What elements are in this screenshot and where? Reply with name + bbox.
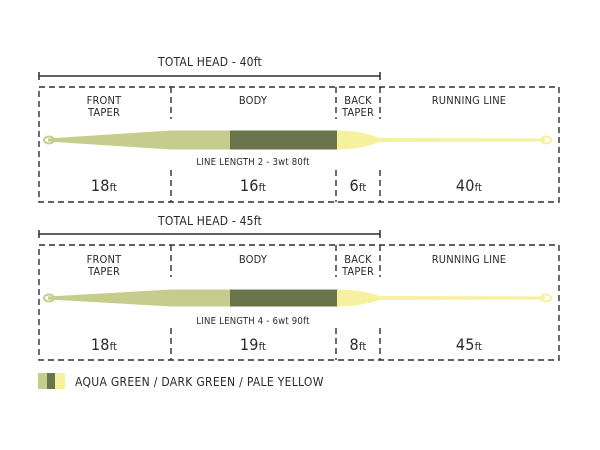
front-loop bbox=[43, 293, 55, 303]
running-line-label: RUNNING LINE bbox=[431, 253, 507, 266]
swatch-dark-green bbox=[47, 373, 55, 389]
rear-loop bbox=[540, 293, 552, 303]
legend-label: AQUA GREEN / DARK GREEN / PALE YELLOW bbox=[75, 375, 324, 389]
body-label: BODY bbox=[238, 94, 268, 107]
back-taper-length: 8ft bbox=[349, 335, 367, 354]
front-taper-label: FRONT TAPER bbox=[86, 94, 122, 119]
back-taper-length: 6ft bbox=[349, 176, 367, 195]
total-head-label: TOTAL HEAD - 45ft bbox=[158, 214, 262, 228]
line-length-label: LINE LENGTH 2 - 3wt 80ft bbox=[196, 157, 310, 168]
body-dark-green bbox=[230, 289, 337, 307]
body-length: 19ft bbox=[239, 335, 267, 354]
front-taper-aqua-green bbox=[48, 130, 230, 150]
running-line-length: 40ft bbox=[455, 176, 483, 195]
section-box-outline bbox=[38, 86, 560, 203]
rear-loop bbox=[540, 135, 552, 145]
back-taper-label: BACK TAPER bbox=[341, 94, 375, 119]
body-label: BODY bbox=[238, 253, 268, 266]
panel-2-graphics bbox=[38, 230, 560, 361]
front-taper-length: 18ft bbox=[90, 176, 118, 195]
panel-1-graphics bbox=[38, 72, 560, 203]
back-taper-label: BACK TAPER bbox=[341, 253, 375, 278]
front-loop bbox=[43, 135, 55, 145]
total-head-label: TOTAL HEAD - 40ft bbox=[158, 55, 262, 69]
swatch-aqua-green bbox=[38, 373, 47, 389]
line-length-label: LINE LENGTH 4 - 6wt 90ft bbox=[196, 316, 310, 327]
front-taper-label: FRONT TAPER bbox=[86, 253, 122, 278]
body-dark-green bbox=[230, 130, 337, 150]
front-taper-length: 18ft bbox=[90, 335, 118, 354]
legend-swatch bbox=[38, 373, 65, 389]
running-line-length: 45ft bbox=[455, 335, 483, 354]
back-taper-running-line-pale-yellow bbox=[337, 289, 545, 307]
running-line-label: RUNNING LINE bbox=[431, 94, 507, 107]
front-taper-aqua-green bbox=[48, 289, 230, 307]
swatch-pale-yellow bbox=[55, 373, 65, 389]
back-taper-running-line-pale-yellow bbox=[337, 130, 545, 150]
body-length: 16ft bbox=[239, 176, 267, 195]
section-box-outline bbox=[38, 244, 560, 361]
